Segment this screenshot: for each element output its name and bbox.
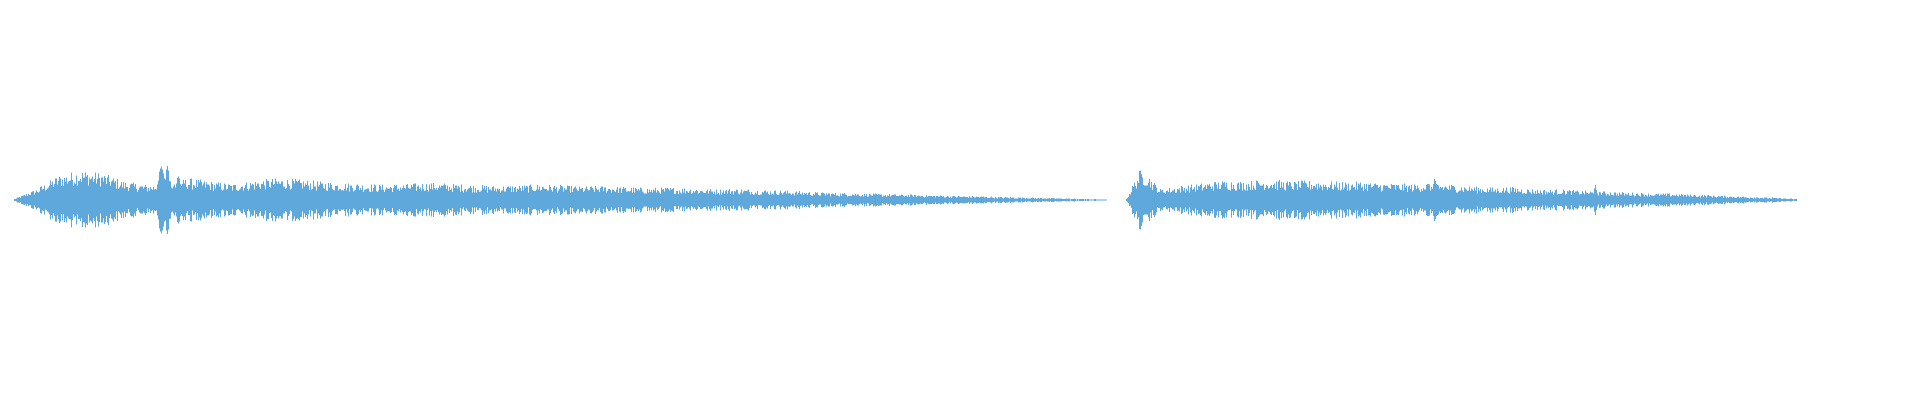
waveform-bar: [1106, 199, 1107, 201]
waveform-bar: [1796, 198, 1797, 202]
clip-1[interactable]: [14, 165, 1107, 235]
clip-2[interactable]: [1126, 170, 1797, 230]
waveform-clips: [14, 165, 1797, 235]
